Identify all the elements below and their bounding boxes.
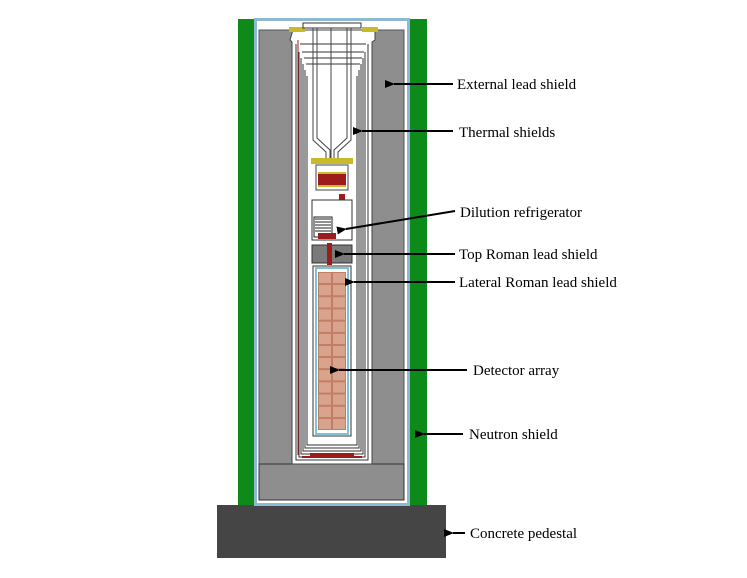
detector-crystal — [318, 357, 332, 370]
label-lateral-roman-lead-shield: Lateral Roman lead shield — [459, 275, 617, 291]
label-external-lead-shield: External lead shield — [457, 77, 577, 93]
detector-crystal — [332, 381, 346, 394]
cryostat-pipes — [312, 28, 352, 160]
detector-crystal — [318, 381, 332, 394]
detector-crystal — [318, 272, 332, 285]
dilution-red-element — [318, 233, 336, 239]
detector-crystal — [332, 332, 346, 345]
detector-crystal — [318, 369, 332, 382]
lateral-roman-liner — [315, 267, 349, 435]
detector-crystal — [318, 332, 332, 345]
label-concrete-pedestal: Concrete pedestal — [470, 526, 577, 542]
top-plate — [289, 27, 305, 32]
detector-crystal — [318, 308, 332, 321]
detector-crystal — [318, 405, 332, 418]
detector-crystal — [318, 393, 332, 406]
label-neutron-shield: Neutron shield — [469, 427, 558, 443]
red-valve — [339, 194, 345, 202]
label-thermal-shields: Thermal shields — [459, 125, 555, 141]
annotation-arrows — [330, 80, 467, 537]
detector-crystal — [332, 405, 346, 418]
detector-crystal — [332, 284, 346, 297]
red-block — [318, 173, 346, 186]
detector-crystal — [318, 284, 332, 297]
red-block-frame — [315, 164, 349, 191]
cryostat-bottom-plate — [310, 453, 354, 456]
detector-array-grid — [318, 272, 346, 430]
top-plate-right — [362, 27, 378, 32]
detector-crystal — [318, 345, 332, 357]
detector-crystal — [318, 417, 332, 430]
top-flange — [302, 22, 362, 29]
detector-crystal — [332, 393, 346, 406]
mixing-plate — [311, 158, 353, 164]
label-top-roman-lead-shield: Top Roman lead shield — [459, 247, 598, 263]
detector-crystal — [332, 296, 346, 309]
concrete-pedestal — [217, 505, 446, 558]
detector-crystal — [318, 320, 332, 333]
heat-exchanger-coil — [315, 218, 331, 232]
neutron-shield-right — [409, 19, 427, 505]
detector-crystal — [332, 417, 346, 430]
neutron-shield-left — [238, 19, 255, 505]
detector-array — [318, 272, 346, 430]
detector-crystal — [332, 320, 346, 333]
detector-crystal — [332, 308, 346, 321]
detector-crystal — [332, 345, 346, 357]
lead-base-block — [258, 463, 405, 501]
cryostat-bottom-plate-2 — [302, 456, 362, 458]
label-dilution-refrigerator: Dilution refrigerator — [460, 205, 582, 221]
top-roman-lead-core — [327, 243, 332, 265]
label-detector-array: Detector array — [473, 363, 560, 379]
detector-crystal — [318, 296, 332, 309]
